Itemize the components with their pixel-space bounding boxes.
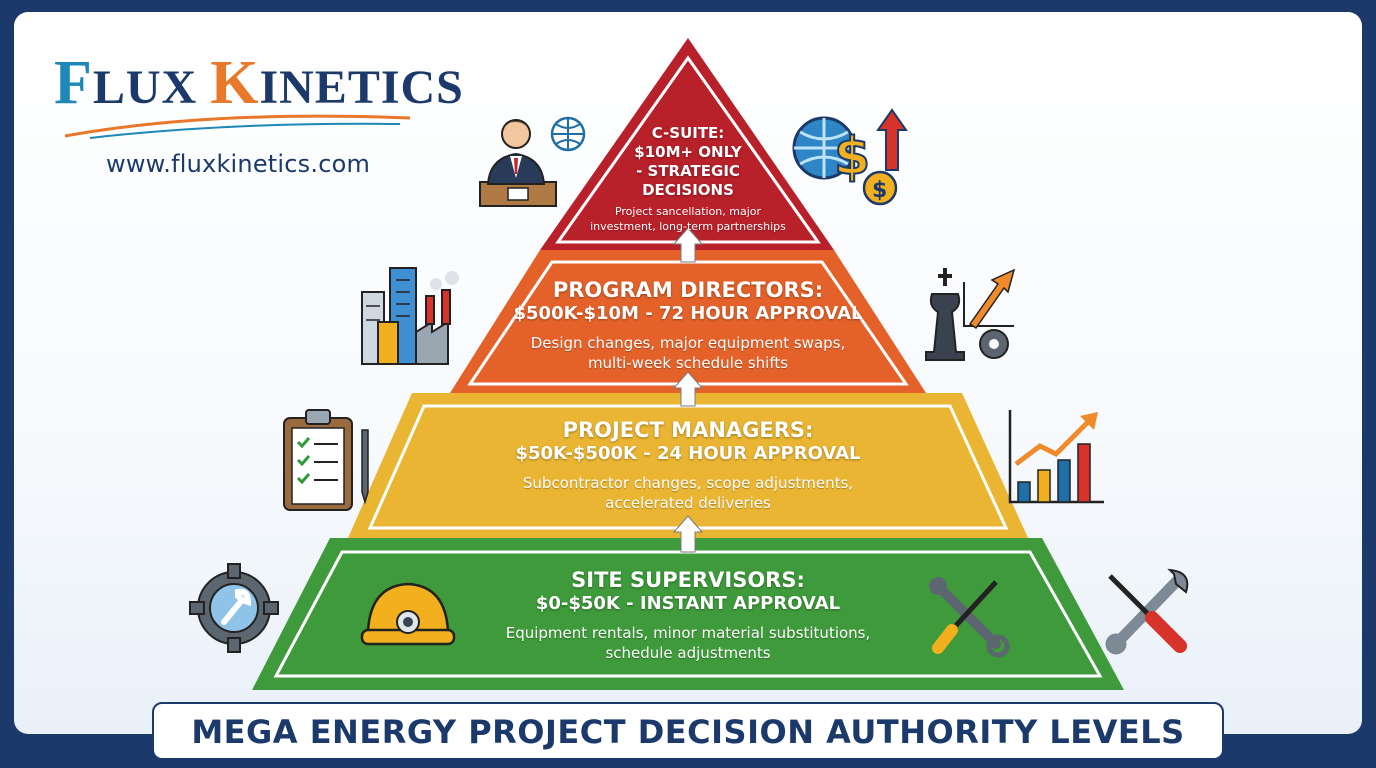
tier-subtitle-line: - STRATEGIC [588, 162, 788, 181]
tier-title: C-SUITE: [588, 124, 788, 143]
tier-subtitle: $0-$50K - INSTANT APPROVAL [438, 592, 938, 615]
tier-subtitle: $500K-$10M - 72 HOUR APPROVAL [488, 302, 888, 325]
hard-hat-icon [360, 578, 456, 654]
tier-subtitle-line: $10M+ ONLY [588, 143, 788, 162]
svg-text:$: $ [872, 178, 887, 203]
globe-dollar-icon: $ $ [792, 108, 912, 212]
tier-project-managers: PROJECT MANAGERS: $50K-$500K - 24 HOUR A… [438, 418, 938, 513]
executive-icon [476, 108, 588, 212]
tier-subtitle-line: DECISIONS [588, 181, 788, 200]
chess-strategy-icon [914, 262, 1024, 368]
page-title: MEGA ENERGY PROJECT DECISION AUTHORITY L… [154, 704, 1222, 760]
tier-program-directors: PROGRAM DIRECTORS: $500K-$10M - 72 HOUR … [488, 278, 888, 373]
svg-text:$: $ [834, 127, 870, 187]
title-banner: MEGA ENERGY PROJECT DECISION AUTHORITY L… [152, 702, 1224, 760]
bar-chart-growth-icon [1004, 408, 1114, 508]
gear-wrench-icon [188, 562, 284, 658]
tier-c-suite: C-SUITE: $10M+ ONLY - STRATEGIC DECISION… [588, 124, 788, 234]
tier-subtitle: $50K-$500K - 24 HOUR APPROVAL [438, 442, 938, 465]
wrench-screwdriver-icon [1100, 562, 1196, 658]
tier-description: Subcontractor changes, scope adjustments… [438, 473, 938, 513]
tier-title: PROGRAM DIRECTORS: [488, 278, 888, 302]
tier-description: Design changes, major equipment swaps,mu… [488, 333, 888, 373]
tier-site-supervisors: SITE SUPERVISORS: $0-$50K - INSTANT APPR… [438, 568, 938, 663]
clipboard-checklist-icon [280, 408, 376, 514]
tier-title: SITE SUPERVISORS: [438, 568, 938, 592]
tools-icon [926, 572, 1016, 658]
tier-description: Equipment rentals, minor material substi… [438, 623, 938, 663]
city-factory-icon [356, 262, 466, 368]
tier-title: PROJECT MANAGERS: [438, 418, 938, 442]
